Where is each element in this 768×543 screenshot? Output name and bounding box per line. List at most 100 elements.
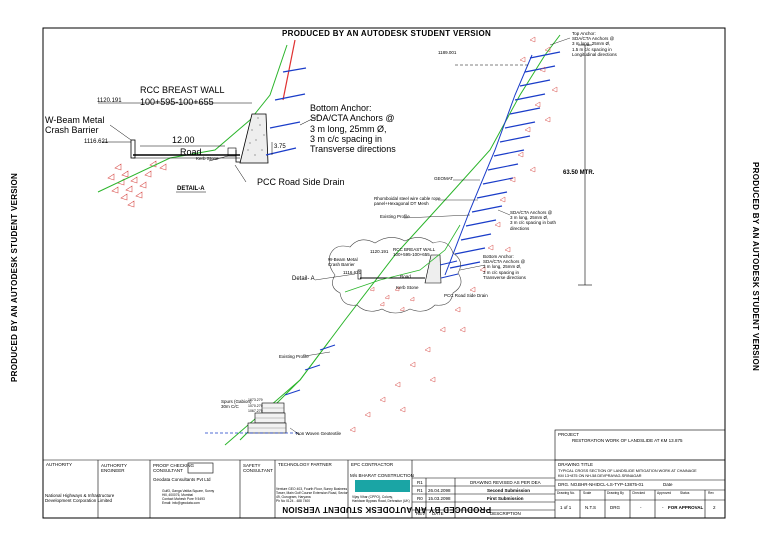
tb-rev-header: R1 [417, 480, 423, 485]
watermark-right: PRODUCED BY AN AUTODESK STUDENT VERSION [751, 162, 760, 372]
detail-a-leaders [98, 102, 321, 183]
main-detail-ref: Detail- A [292, 276, 315, 282]
gabion-pattern [248, 407, 286, 429]
tb-client: National Highways & Infrastructure Devel… [45, 493, 115, 504]
main-small-kerb: Kerb Stone [396, 285, 419, 290]
tb-col-3: Checked [632, 491, 646, 495]
sheet-border [42, 27, 726, 519]
tb-val-6: 2 [713, 505, 716, 510]
tb-project: RESTORATION WORK OF LANDSLIDE AT KM 13.8… [572, 438, 683, 443]
tb-rev-row-1-desc: Second Submission [487, 488, 531, 493]
tb-rev-row-2-rev: R0 [417, 496, 423, 501]
tb-project-label: PROJECT [558, 432, 580, 437]
detail-a-barrier [130, 139, 136, 159]
tb-rev-row-1-rev: R1 [417, 488, 423, 493]
tb-val-3: - [640, 505, 642, 510]
main-existing-profile-lower: Existing Profile [279, 354, 309, 359]
detail-a-kerb: Kerb Stone [196, 156, 219, 161]
main-bottom-anchor: Bottom Anchor: SDA/CTA Anchors @ 3 m lon… [483, 254, 526, 280]
tb-val-0: 1 of 1 [560, 505, 572, 510]
detail-a-red-slope [282, 39, 296, 101]
main-geomat: GEOMAT [434, 176, 454, 181]
detail-a-hatch [107, 160, 167, 208]
tb-rev-row-2-desc: First Submission [487, 496, 524, 501]
detail-a-anchors [265, 67, 307, 156]
tb-partner-addr: Venture GEO 403, Fourth Floor, Sunny Bus… [276, 487, 348, 503]
tb-drg-no: BHR-NHIDCL-LS-TYP-13875-01 [578, 482, 644, 487]
detail-a-wall-stipple [247, 117, 265, 156]
tb-authority-engineer: AUTHORITY ENGINEER [101, 463, 128, 474]
main-small-drain: PCC Road Side Drain [444, 293, 488, 298]
detail-a-road: Road [180, 147, 202, 157]
detail-a-level-road: 1116.621 [84, 139, 109, 145]
detail-a-height: 3.75 [274, 144, 286, 150]
tb-col-5: Status [680, 491, 690, 495]
small-slope [344, 224, 461, 293]
watermark-left: PRODUCED BY AN AUTODESK STUDENT VERSION [10, 172, 19, 382]
main-small-level-road: 1116.621 [343, 270, 362, 275]
main-leaders [304, 37, 571, 357]
main-both-anchor: SDA/CTA Anchors @ 3 m long, 25mm Ø, 3 m … [510, 210, 557, 231]
detail-a-title: DETAIL-A [177, 186, 205, 192]
detail-a-level-top: 1120.191 [97, 98, 122, 104]
detail-cloud [328, 237, 462, 314]
detail-a-road-width: 12.00 [172, 135, 195, 145]
main-small-level-top: 1120.191 [370, 249, 389, 254]
main-spurs: Spurs (Gabion) 30m C/C [221, 399, 252, 410]
watermark-top: PRODUCED BY AN AUTODESK STUDENT VERSION [282, 29, 492, 38]
tb-rev-row-1-date: 26.04.2098 [428, 488, 451, 493]
tb-col-4: Approved [657, 491, 672, 495]
tb-col-1: Scale [583, 491, 592, 495]
tb-col-date: DATE [432, 511, 444, 516]
main-existing-profile: Existing Profile [380, 214, 410, 219]
tb-technology-partner: TECHNOLOGY PARTNER [278, 462, 332, 467]
detail-a-bottom-anchor: Bottom Anchor: SDA/CTA Anchors @ 3 m lon… [310, 103, 396, 155]
main-height: 63.50 MTR. [563, 170, 595, 176]
tb-epc-contractor: EPC CONTRACTOR [351, 462, 394, 467]
tb-drawing-title-label: DRAWING TITLE [558, 462, 594, 467]
small-anchors [439, 260, 459, 279]
watermark-bottom: PRODUCED BY AN AUTODESK STUDENT VERSION [282, 505, 492, 514]
detail-a-crash-barrier: W-Beam Metal Crash Barrier [45, 115, 105, 135]
height-dimension [578, 44, 592, 286]
tb-date-label: Date [663, 482, 673, 487]
geotextile-leader [289, 427, 301, 436]
tb-authority: AUTHORITY [46, 462, 73, 467]
small-barrier [357, 269, 362, 280]
detail-a-wall-label: RCC BREAST WALL [140, 85, 225, 95]
main-anchors [449, 51, 561, 269]
tb-col-2: Drawing By [607, 491, 624, 495]
main-geotextile: Non Woven Geotextile [296, 431, 341, 436]
main-top-anchor: Top Anchor: SDA/CTA Anchors @ 3 m long, … [572, 31, 617, 57]
tb-consultant-addr: Gulf3, Ganga Vatika Square, Sunny Hill, … [162, 489, 215, 505]
tb-epc-addr: Vijay Vihar (CPPO), Colony, Haridwar Byp… [352, 495, 410, 503]
main-small-barrier: W-Beam Metal Crash Barrier [328, 257, 358, 268]
tb-val-1: N.T.S [585, 505, 597, 510]
tb-consultant: Geodata Consultants Pvt Ltd [153, 477, 211, 482]
main-small-wall: RCC BREAST WALL 100+595-100+655 [393, 247, 436, 258]
tb-drg-no-label: DRG. NO. [558, 482, 579, 487]
main-top-level: 1189.001 [438, 50, 457, 55]
tb-epc-name: M/s BHARAT CONSTRUCTION [350, 473, 414, 478]
tb-col-6: Rev [708, 491, 714, 495]
tb-rev-row-2-date: 15.03.2098 [428, 496, 451, 501]
main-ground-line [224, 34, 561, 446]
detail-a-wall-dims: 100+595-100+655 [140, 97, 214, 107]
small-hatch [369, 286, 415, 312]
main-spur-levels: 1073.279 1070.279 1067.279 [248, 398, 263, 414]
tb-val-2: DRG [610, 505, 620, 510]
tb-col-0: Drawing No. [557, 491, 576, 495]
tb-val-4: - [662, 505, 664, 510]
small-wall [424, 254, 442, 284]
detail-a-wall [239, 113, 269, 164]
main-hatch [349, 36, 558, 433]
tb-col-desc: DESCRIPTION [490, 511, 521, 516]
tb-safety: SAFETY CONSULTANT [243, 463, 273, 474]
detail-a-drain: PCC Road Side Drain [257, 177, 345, 187]
main-small-road: Road [400, 274, 411, 279]
main-wire-rope: Rhomboidal steel wire cable rope panel+H… [374, 196, 441, 207]
tb-proof-checking: PROOF CHECKING CONSULTANT [153, 463, 195, 474]
title-block-lines [43, 429, 726, 518]
main-slope-face [444, 54, 533, 276]
